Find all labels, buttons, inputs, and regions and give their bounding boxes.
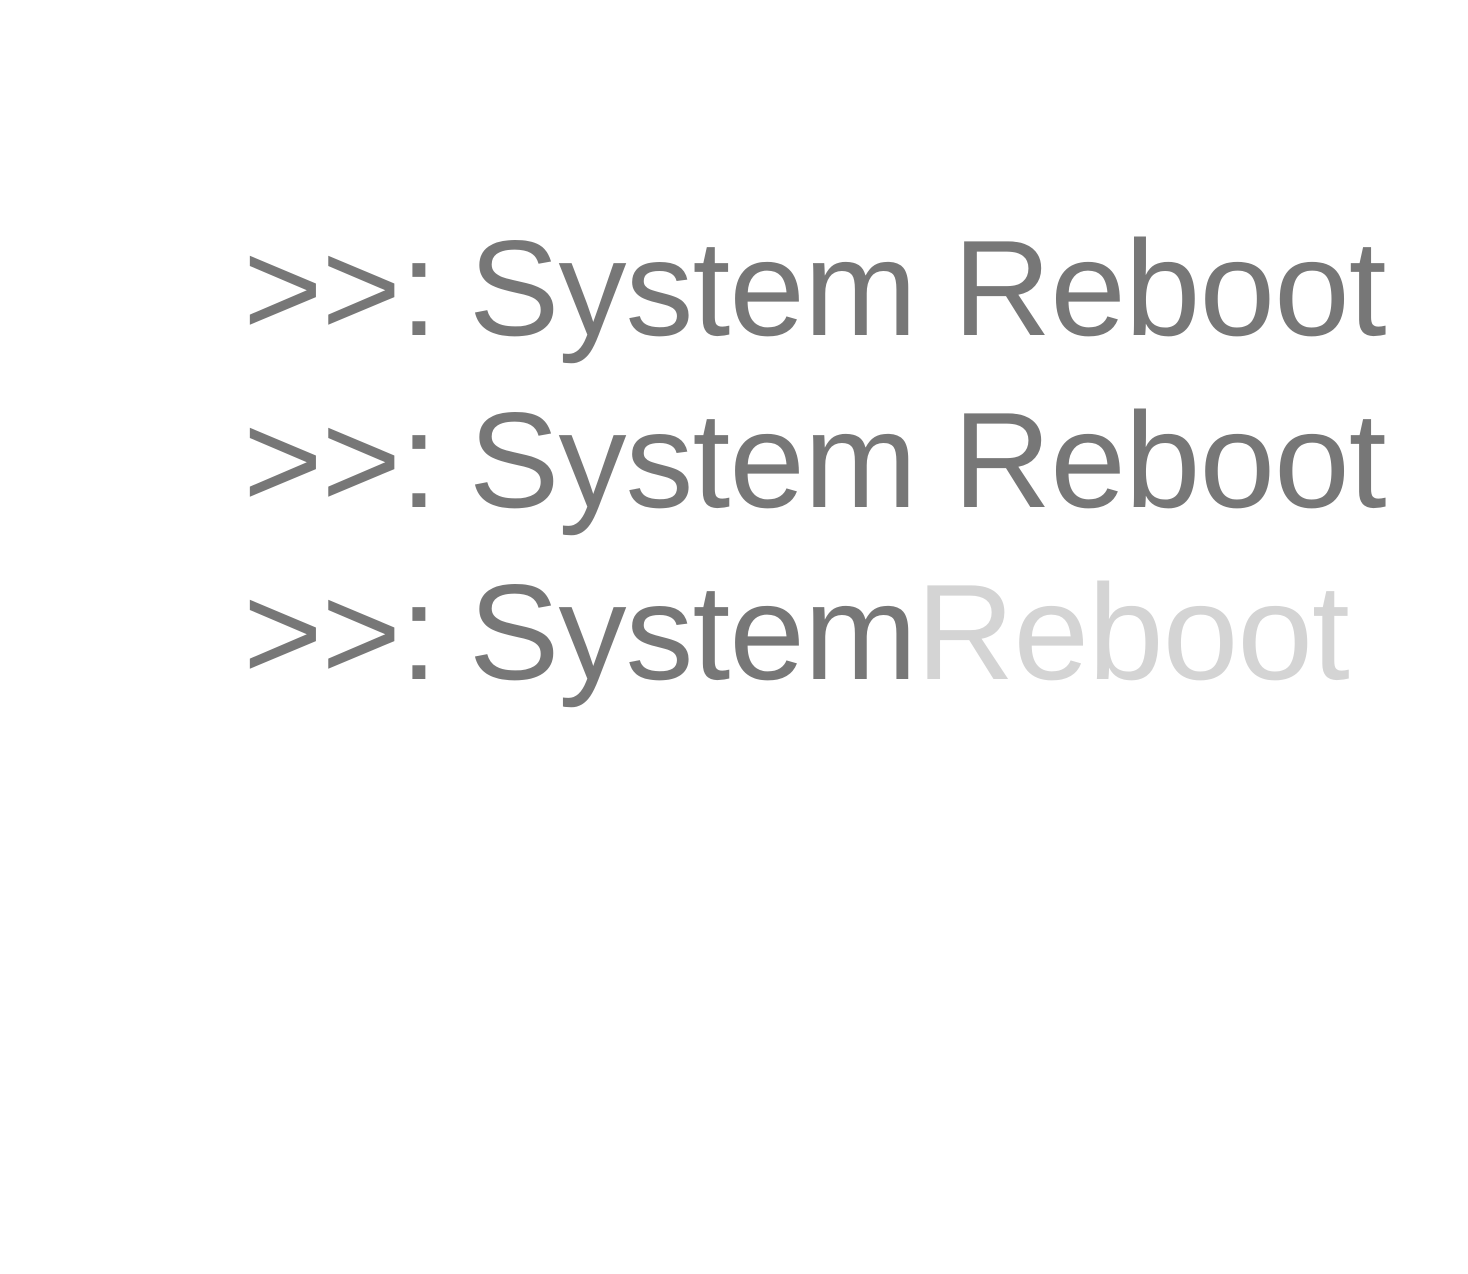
- command-text: System Reboot: [468, 384, 1387, 536]
- command-text: System Reboot: [468, 212, 1387, 364]
- prompt-symbol: >>:: [243, 384, 438, 536]
- prompt-symbol: >>:: [243, 212, 438, 364]
- typed-command-input[interactable]: System: [468, 556, 917, 708]
- console-line: >>:System Reboot: [96, 202, 1396, 536]
- console-input-line[interactable]: >>:SystemReboot: [96, 374, 1396, 708]
- autocomplete-suggestion[interactable]: Reboot: [916, 556, 1350, 708]
- prompt-symbol: >>:: [243, 556, 438, 708]
- console-line: >>:System Reboot: [96, 30, 1396, 364]
- console-output: >>:System Reboot >>:System Reboot >>:Sys…: [96, 30, 1396, 708]
